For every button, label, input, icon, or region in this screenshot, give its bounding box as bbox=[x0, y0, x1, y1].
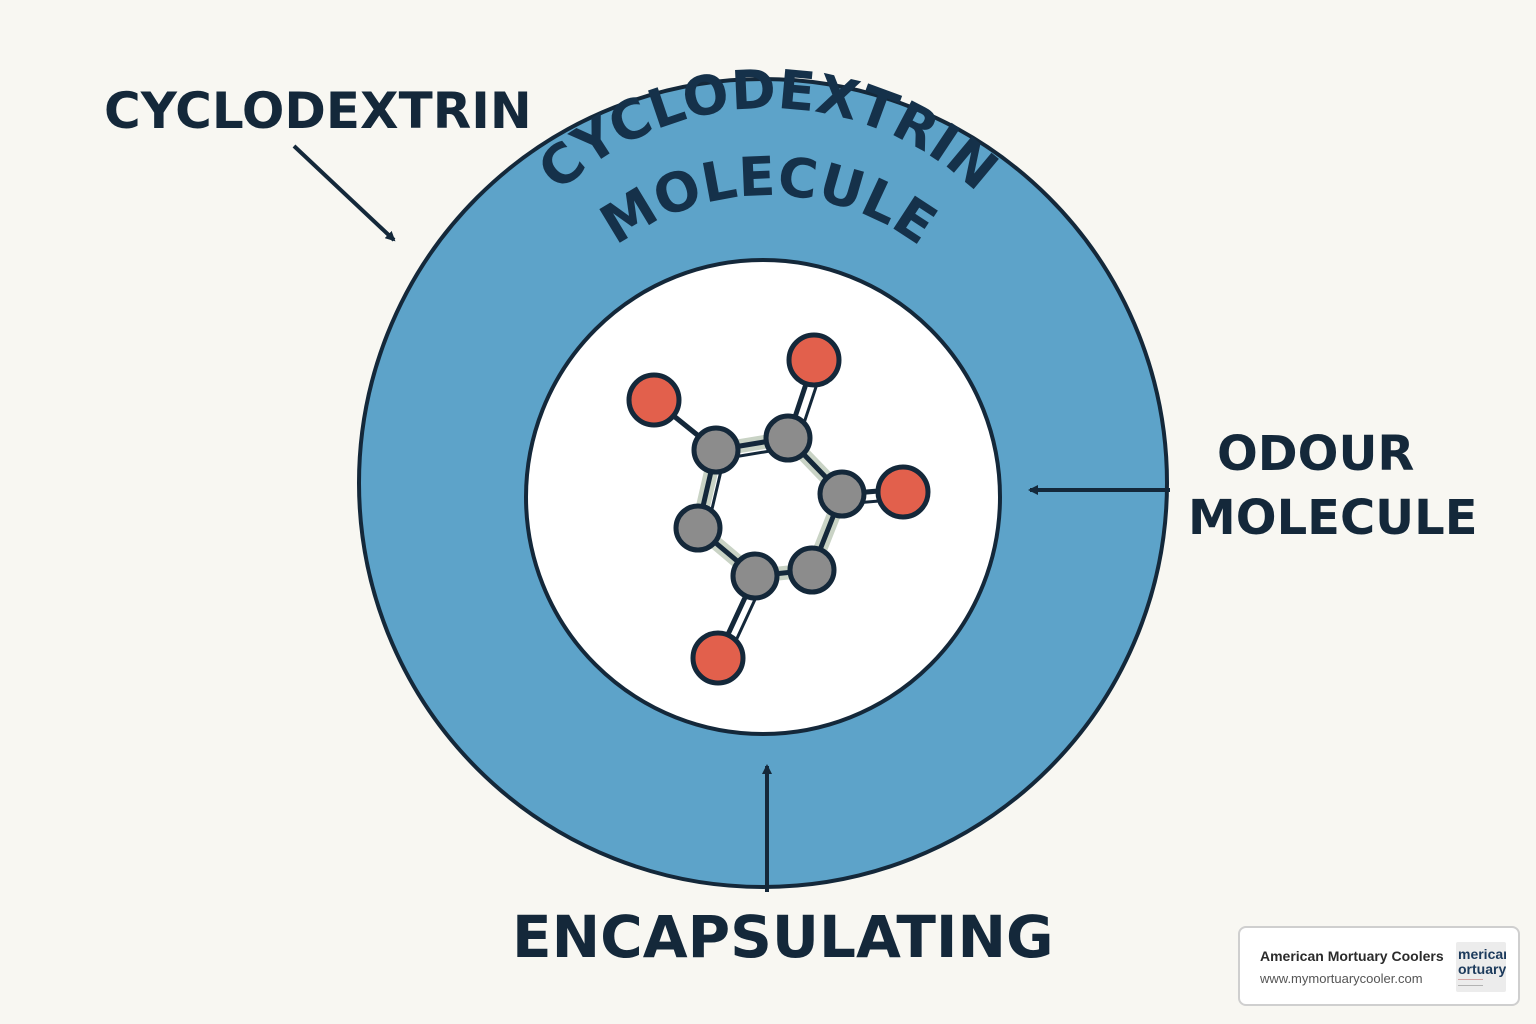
oxygen-atom bbox=[875, 464, 931, 520]
carbon-atoms bbox=[673, 413, 867, 601]
carbon-atom bbox=[763, 413, 813, 463]
logo-small-text: ————— bbox=[1458, 983, 1483, 989]
watermark-badge: American Mortuary Coolers www.mymortuary… bbox=[1238, 926, 1520, 1006]
oxygen-atoms bbox=[626, 332, 931, 686]
oxygen-atom bbox=[626, 372, 682, 428]
carbon-atom bbox=[673, 503, 723, 553]
carbon-atom bbox=[787, 545, 837, 595]
odour-label-line2: MOLECULE bbox=[1188, 490, 1478, 546]
cyclodextrin-arrow bbox=[292, 144, 396, 242]
carbon-atom bbox=[691, 425, 741, 475]
oxygen-atom bbox=[690, 630, 746, 686]
encapsulating-label: ENCAPSULATING bbox=[512, 903, 1054, 971]
carbon-atom bbox=[730, 551, 780, 601]
carbon-atom bbox=[817, 469, 867, 519]
oxygen-atom bbox=[786, 332, 842, 388]
logo-small-text: ————— bbox=[1458, 977, 1483, 983]
odour-molecule bbox=[626, 332, 931, 686]
odour-label-line1: ODOUR bbox=[1217, 426, 1414, 482]
watermark-company: American Mortuary Coolers bbox=[1260, 948, 1444, 964]
cyclodextrin-label: CYCLODEXTRIN bbox=[104, 82, 532, 140]
logo-text-line1: merican bbox=[1458, 946, 1506, 962]
logo-text-line2: ortuary bbox=[1458, 961, 1506, 977]
company-logo: merican ortuary ————— ————— bbox=[1456, 942, 1506, 992]
watermark-url: www.mymortuarycooler.com bbox=[1260, 971, 1423, 986]
